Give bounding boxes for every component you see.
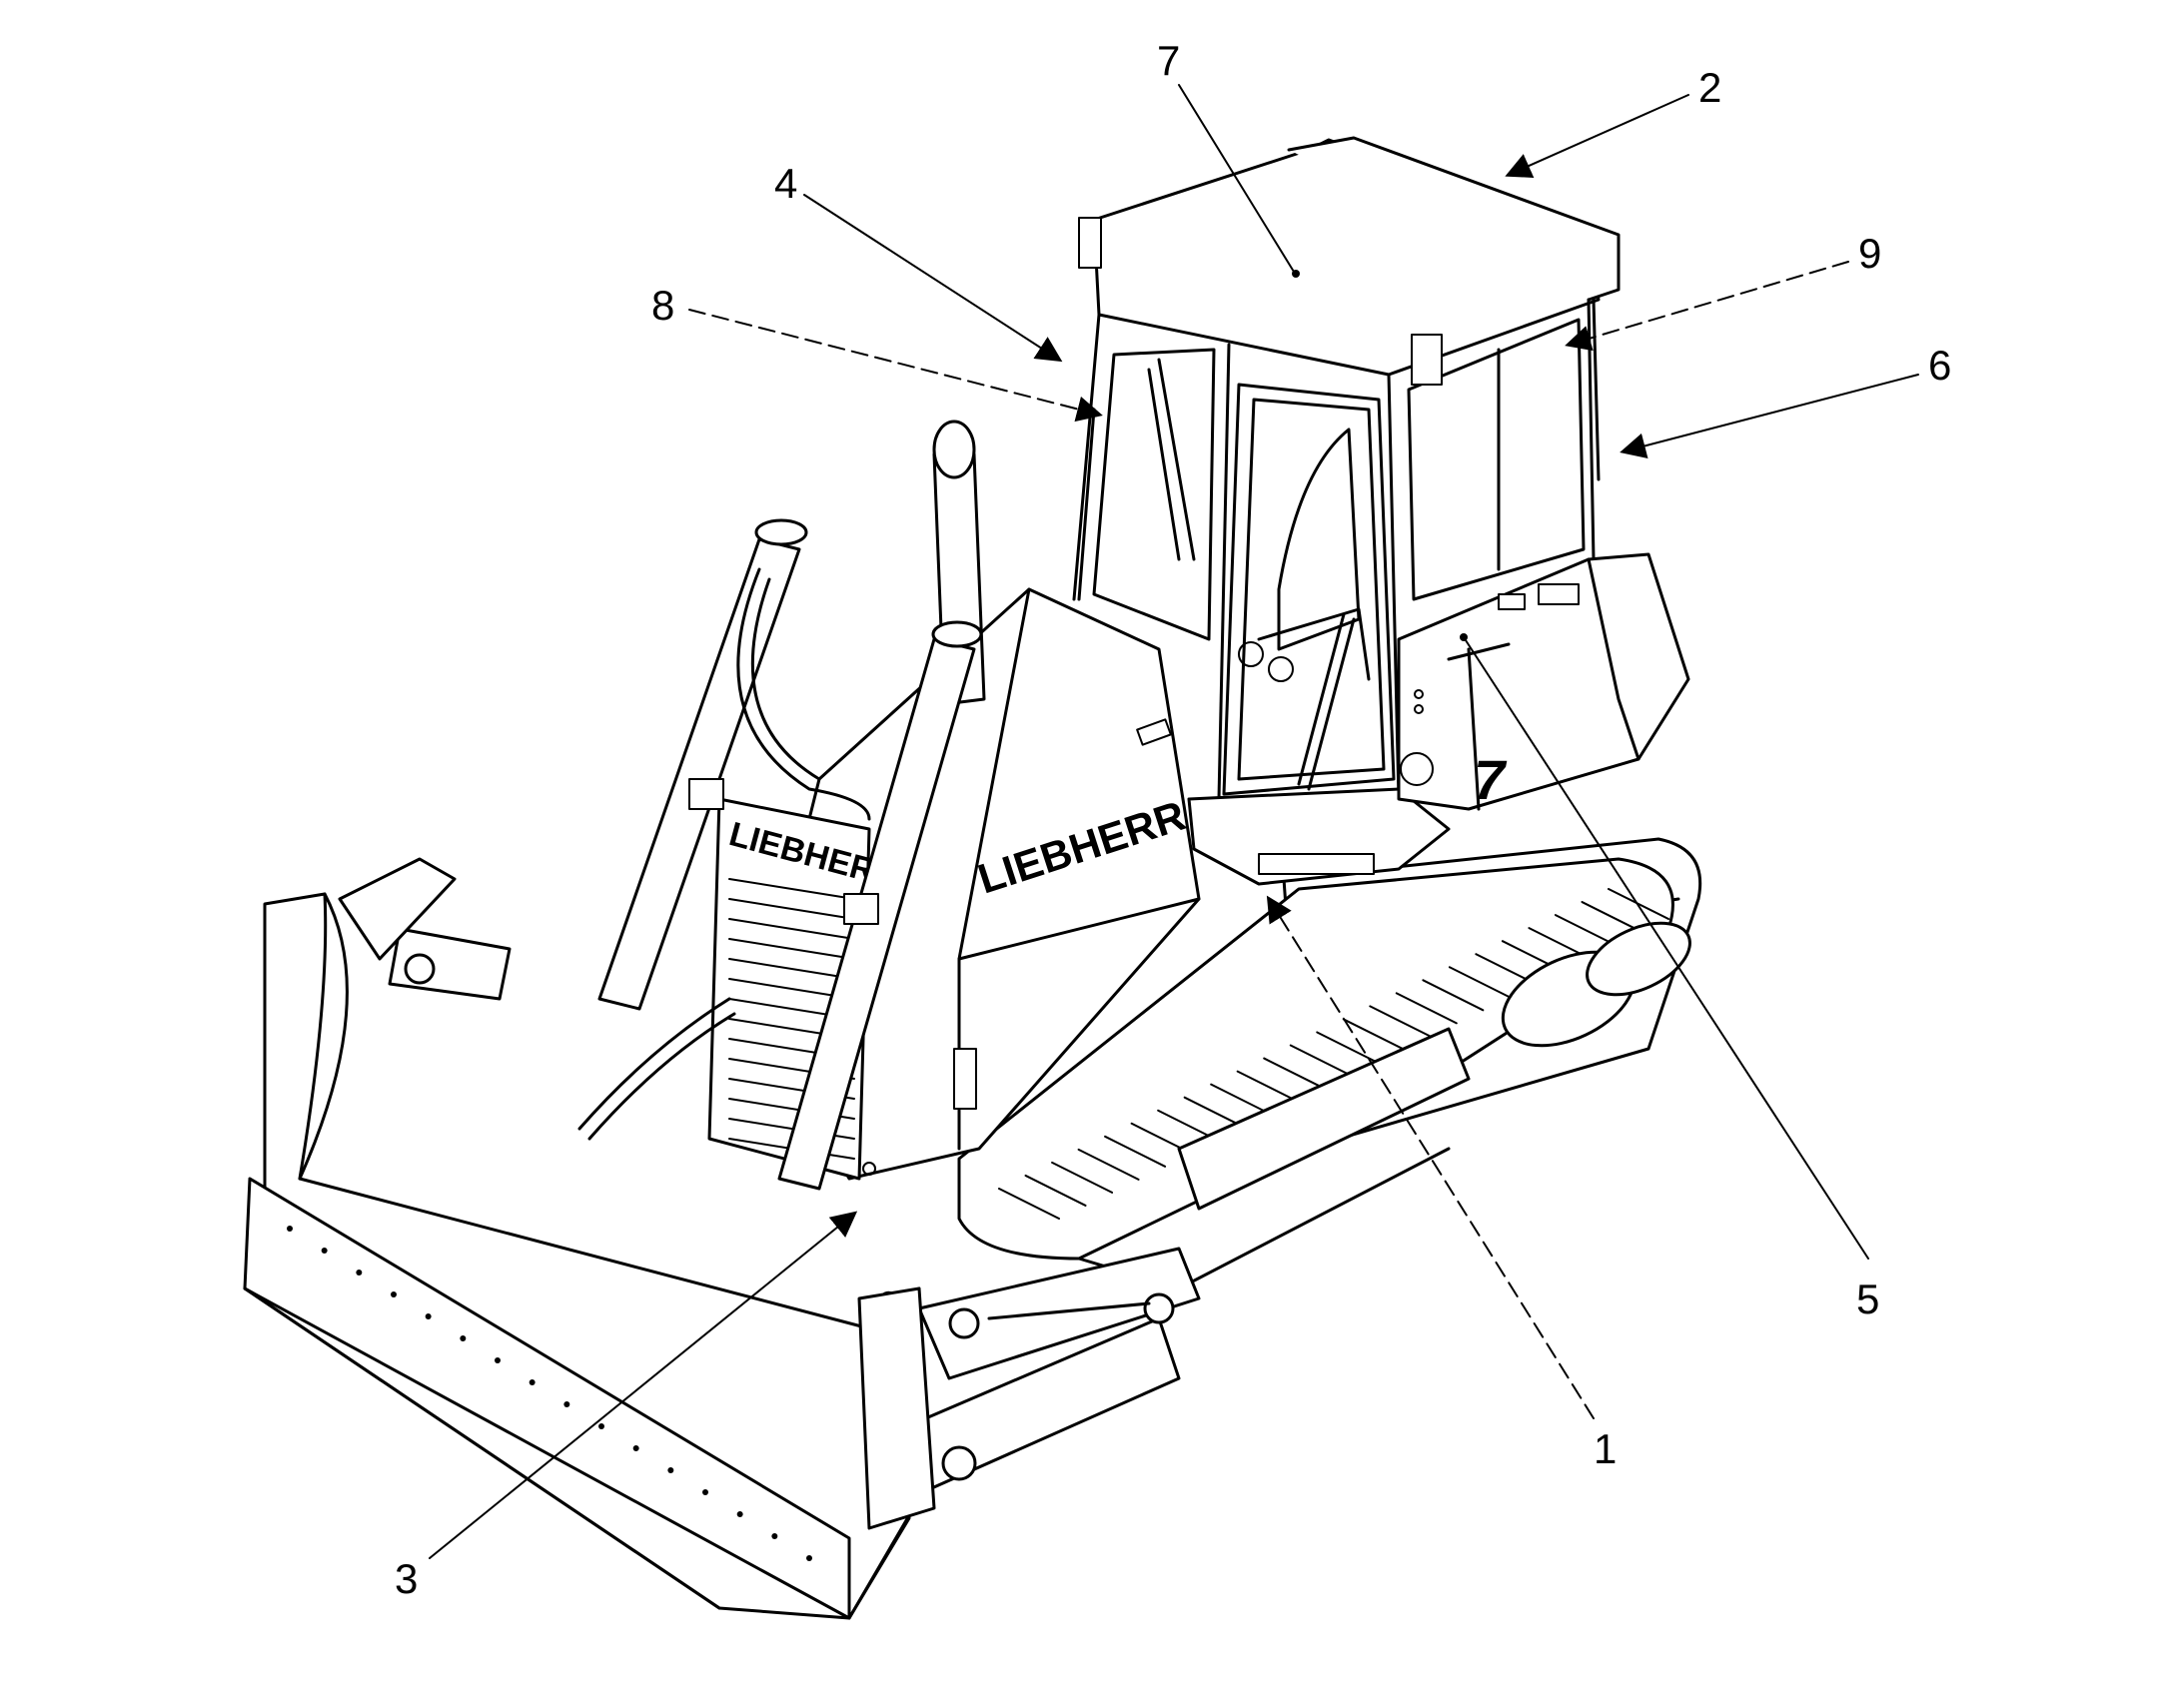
track-grouser xyxy=(1395,992,1458,1025)
callout-8: 8 xyxy=(651,282,1103,423)
blade-bolt xyxy=(391,1291,397,1297)
blade-bolt xyxy=(460,1335,467,1341)
callout-7: 7 xyxy=(1157,37,1300,278)
engine-hood: LIEBHERR xyxy=(757,587,1201,1181)
blade-bolt xyxy=(806,1555,812,1561)
track-grouser xyxy=(1051,1161,1114,1194)
operator-cab xyxy=(1072,136,1621,886)
track-grouser xyxy=(1077,1148,1140,1181)
dozer-blade xyxy=(243,857,936,1620)
blade-bolt xyxy=(287,1226,293,1232)
blade-bolt xyxy=(321,1248,328,1254)
track-grouser xyxy=(1263,1057,1326,1090)
blade-bolt xyxy=(563,1401,570,1407)
blade-bolt xyxy=(667,1467,674,1473)
callout-9: 9 xyxy=(1565,230,1881,352)
track-grouser xyxy=(998,1188,1060,1220)
track-grouser xyxy=(1289,1044,1352,1077)
callout-label-8: 8 xyxy=(651,282,674,329)
blade-bolt xyxy=(736,1511,743,1517)
track-grouser xyxy=(1210,1083,1273,1116)
blade-bolt xyxy=(425,1313,432,1319)
callout-label-2: 2 xyxy=(1698,64,1721,111)
callout-label-6: 6 xyxy=(1928,342,1951,389)
blade-bolt xyxy=(495,1357,501,1363)
track-grouser xyxy=(1581,901,1643,934)
track-grouser xyxy=(1236,1070,1299,1103)
blade-bolt xyxy=(598,1423,604,1429)
grille-slat xyxy=(728,918,855,940)
track-grouser xyxy=(1316,1031,1379,1064)
blade-bolt xyxy=(529,1379,536,1385)
blade-bolt xyxy=(771,1533,778,1539)
model-badge: 7 xyxy=(1474,748,1508,811)
track-grouser xyxy=(1104,1135,1167,1168)
blade-bolt xyxy=(632,1445,639,1451)
callout-label-7: 7 xyxy=(1157,37,1180,84)
track-grouser xyxy=(1369,1005,1432,1038)
callout-1: 1 xyxy=(1266,895,1617,1472)
grille-slat xyxy=(728,938,855,960)
track-grouser xyxy=(1554,914,1617,947)
callouts: 1 2 3 4 5 6 xyxy=(395,37,1951,1602)
rear-housing: 7 xyxy=(1397,552,1690,811)
track-grouser xyxy=(1024,1174,1087,1207)
callout-3: 3 xyxy=(395,1211,858,1602)
bulldozer-drawing: LIEBHERR LIEBHERR xyxy=(243,136,1702,1620)
callout-label-3: 3 xyxy=(395,1555,418,1602)
track-grouser xyxy=(1342,1018,1405,1051)
blade-bolt xyxy=(356,1270,363,1276)
grille-slat xyxy=(728,958,855,980)
grille-slat xyxy=(728,898,855,920)
callout-2: 2 xyxy=(1505,64,1721,178)
callout-label-4: 4 xyxy=(774,160,797,207)
lift-cylinders xyxy=(577,518,983,1191)
track-grouser xyxy=(1422,979,1485,1012)
blade-bolt xyxy=(702,1489,708,1495)
callout-label-9: 9 xyxy=(1858,230,1881,277)
push-arm xyxy=(877,1247,1201,1500)
grille-slat xyxy=(728,878,855,900)
callout-6: 6 xyxy=(1620,342,1951,459)
callout-5: 5 xyxy=(1460,633,1879,1322)
left-track xyxy=(957,857,1691,1290)
callout-4: 4 xyxy=(774,160,1063,363)
callout-label-5: 5 xyxy=(1856,1276,1879,1322)
track-grouser xyxy=(1448,966,1511,999)
callout-label-1: 1 xyxy=(1594,1425,1617,1472)
